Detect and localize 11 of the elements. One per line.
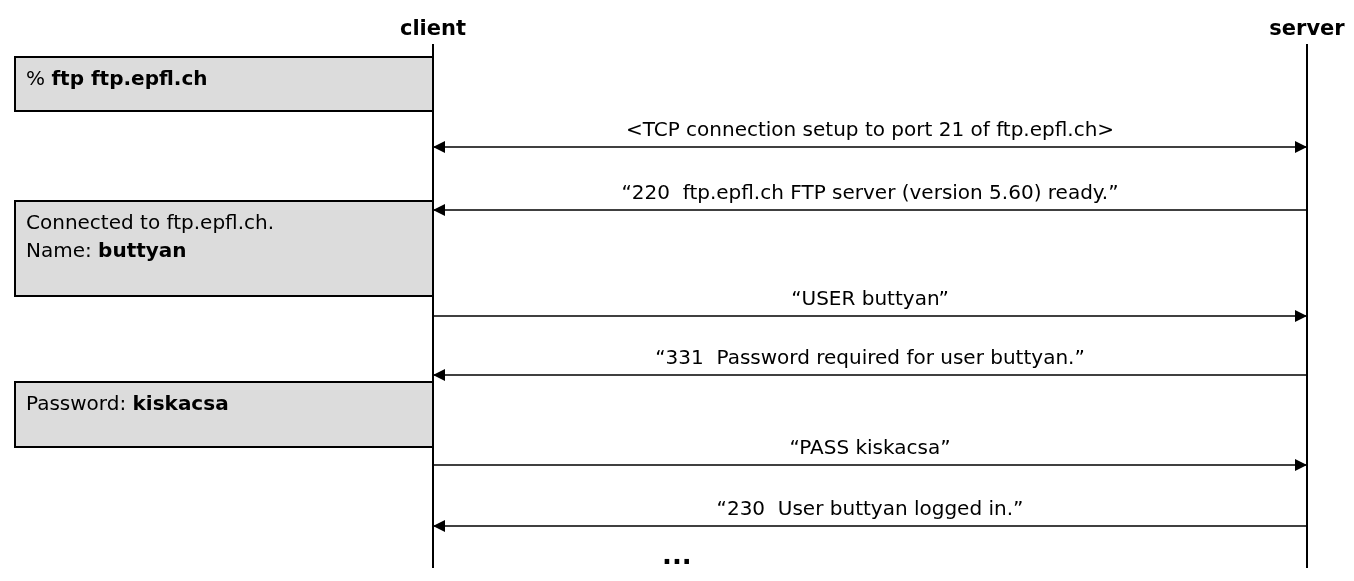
terminal-box: Connected to ftp.epfl.ch. Name: buttyan bbox=[14, 200, 434, 297]
message-arrow bbox=[432, 520, 1308, 532]
message-arrow bbox=[432, 310, 1308, 322]
terminal-box: % ftp ftp.epfl.ch bbox=[14, 56, 434, 112]
lifeline-heading: server bbox=[1269, 16, 1345, 40]
continuation-dots: ... bbox=[662, 540, 692, 570]
message-arrow bbox=[432, 459, 1308, 471]
message-arrow bbox=[432, 369, 1308, 381]
lifeline-heading: client bbox=[399, 16, 467, 40]
terminal-box: Password: kiskacsa bbox=[14, 381, 434, 448]
message-arrow bbox=[432, 141, 1308, 153]
